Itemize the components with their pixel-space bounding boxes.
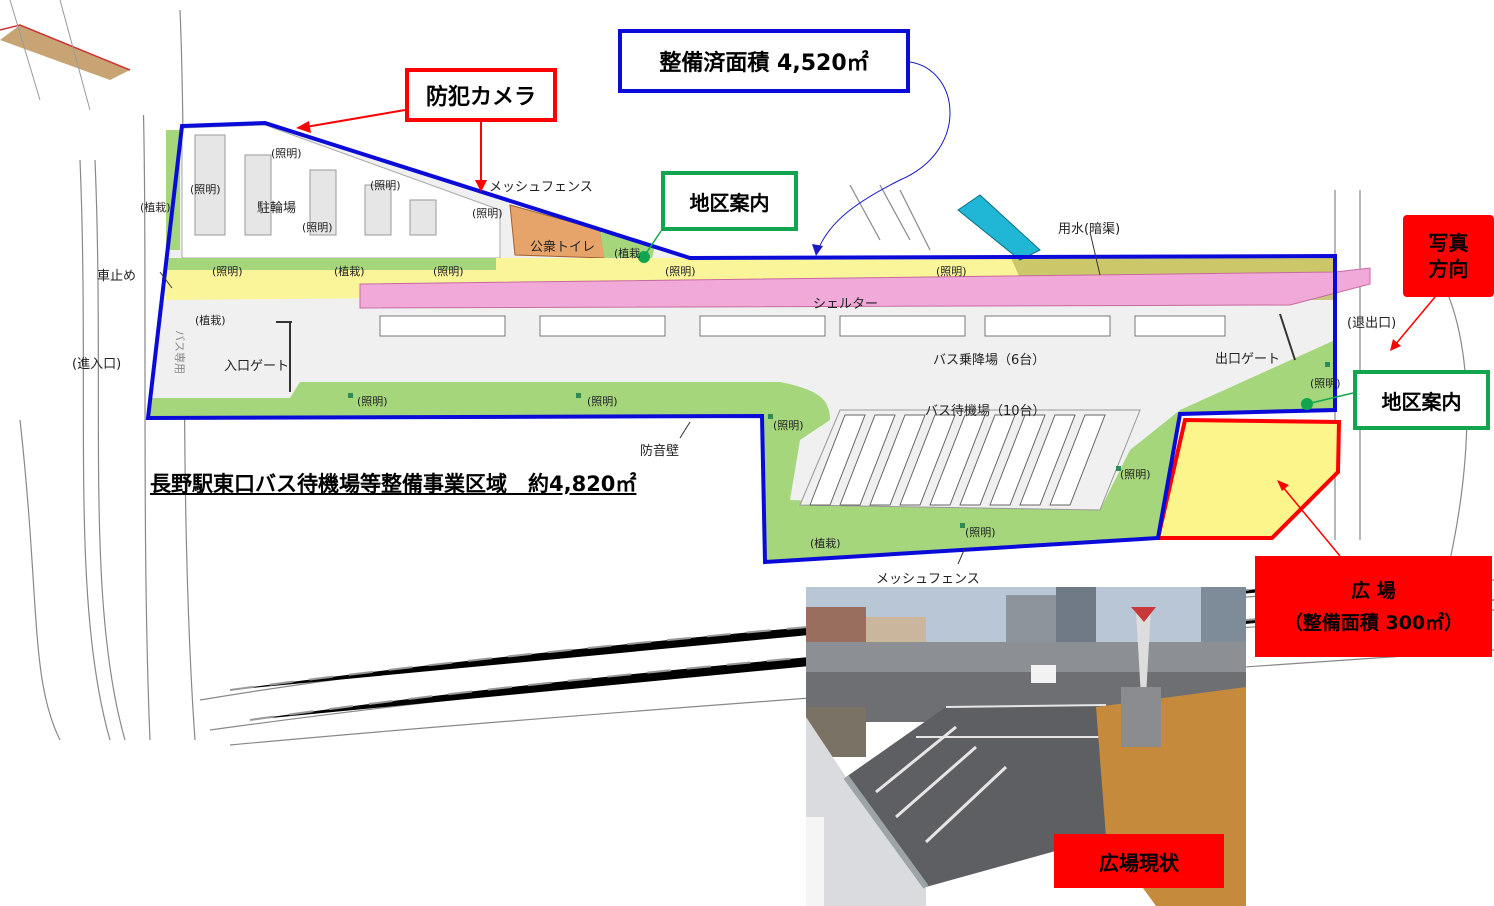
- plaza-photo: 広場現状: [806, 587, 1246, 906]
- label-planting-2: (植栽): [334, 265, 365, 278]
- district-title: 長野駅東口バス待機場等整備事業区域 約4,820㎡: [150, 472, 637, 496]
- bicycle-racks: [194, 134, 437, 236]
- district-guide-callout-1: 地区案内: [661, 171, 798, 231]
- label-lighting-11: (照明): [587, 395, 618, 408]
- light-markers: [348, 362, 1330, 528]
- district-boundary: [145, 120, 1337, 565]
- label-sound-wall: 防音壁: [640, 444, 680, 459]
- label-bus-waiting: バス待機場（10台）: [925, 404, 1046, 419]
- label-lighting-3: (照明): [370, 179, 401, 192]
- photo-direction-line-2: 方向: [1428, 257, 1469, 281]
- plaza-line-1: 広 場: [1351, 579, 1396, 602]
- label-lighting-9: (照明): [936, 265, 967, 278]
- plaza-photo-image: [806, 587, 1246, 906]
- plaza-line-2: （整備面積 300㎡）: [1283, 611, 1464, 634]
- label-planting-3: (植栽): [195, 314, 226, 327]
- planting-strip-top: [166, 258, 496, 270]
- leader-lines: [159, 61, 1436, 565]
- planting-bottom: [148, 340, 1335, 562]
- label-lighting-15: (照明): [1310, 377, 1341, 390]
- label-exit-gate: 出口ゲート: [1215, 352, 1281, 367]
- label-lighting-4: (照明): [302, 221, 333, 234]
- plaza-callout: 広 場 （整備面積 300㎡）: [1255, 556, 1492, 657]
- label-exit: (退出口): [1347, 316, 1397, 331]
- photo-direction-callout: 写真 方向: [1403, 215, 1494, 297]
- guide-marker-1: [638, 251, 650, 263]
- label-bus-platform: バス乗降場（6台）: [933, 353, 1046, 368]
- label-mesh-fence-2: メッシュフェンス: [876, 572, 980, 587]
- label-lighting-2: (照明): [190, 183, 221, 196]
- label-car-stop: 車止め: [97, 269, 137, 284]
- water-box: [957, 194, 1041, 261]
- label-lighting-12: (照明): [773, 419, 804, 432]
- bus-waiting-stalls: [809, 414, 1106, 506]
- label-bicycle-parking: 駐輪場: [257, 201, 297, 216]
- label-public-toilet: 公衆トイレ: [530, 240, 596, 255]
- label-lighting-10: (照明): [357, 395, 388, 408]
- label-shelter: シェルター: [813, 297, 879, 312]
- label-water-channel: 用水(暗渠): [1058, 222, 1121, 237]
- label-lighting-13: (照明): [965, 526, 996, 539]
- label-lighting-1: (照明): [271, 147, 302, 160]
- district-guide-label-2: 地区案内: [1381, 389, 1462, 414]
- road-marking: バス専用: [173, 330, 186, 374]
- plaza-area: [1155, 417, 1342, 540]
- guide-marker-2: [1301, 398, 1313, 410]
- security-camera-callout: 防犯カメラ: [405, 68, 557, 122]
- label-lighting-6: (照明): [212, 265, 243, 278]
- plaza-current-label: 広場現状: [1099, 850, 1179, 875]
- security-camera-label: 防犯カメラ: [425, 85, 536, 110]
- label-planting-5: (植栽: [614, 247, 641, 260]
- developed-area-callout: 整備済面積 4,520㎡: [618, 29, 910, 93]
- label-lighting-8: (照明): [665, 265, 696, 278]
- district-guide-callout-2: 地区案内: [1353, 370, 1490, 430]
- district-guide-label-1: 地区案内: [689, 190, 770, 215]
- gate-marks: [276, 313, 1296, 392]
- plaza-current-label-box: 広場現状: [1054, 834, 1224, 888]
- developed-area-label: 整備済面積 4,520㎡: [659, 51, 869, 76]
- bus-bays: [379, 315, 1226, 337]
- label-mesh-fence-1: メッシュフェンス: [489, 180, 593, 195]
- label-planting-4: (植栽): [810, 537, 841, 550]
- label-lighting-14: (照明): [1120, 468, 1151, 481]
- label-planting-1: (植栽): [140, 201, 171, 214]
- inset-map: [0, 0, 150, 115]
- label-entry-gate: 入口ゲート: [224, 359, 290, 374]
- label-entrance: (進入口): [72, 357, 122, 372]
- photo-direction-line-1: 写真: [1428, 231, 1469, 255]
- label-lighting-5: (照明): [472, 207, 503, 220]
- label-lighting-7: (照明): [433, 265, 464, 278]
